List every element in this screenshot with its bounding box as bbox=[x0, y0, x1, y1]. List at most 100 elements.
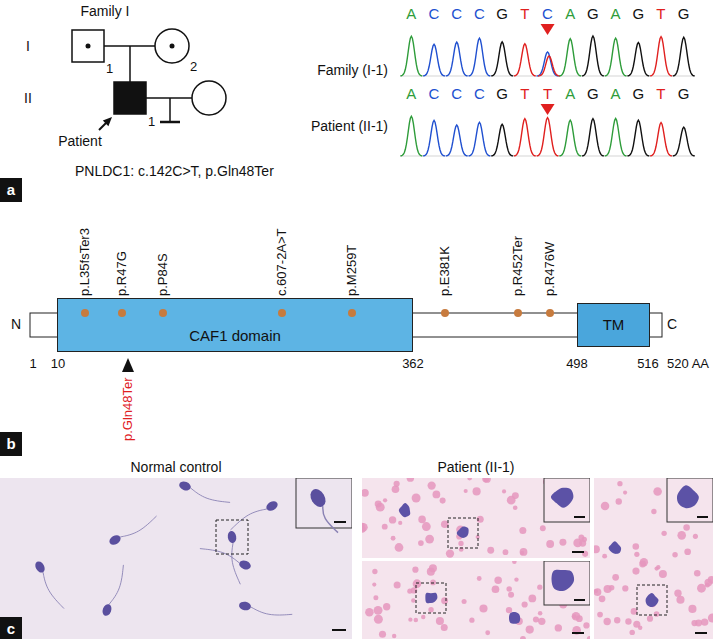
selection-box bbox=[416, 583, 446, 613]
background-cell bbox=[677, 531, 686, 540]
trace-peak bbox=[673, 37, 695, 76]
background-cell bbox=[625, 618, 631, 624]
background-cell bbox=[383, 498, 387, 502]
background-cell bbox=[522, 601, 528, 607]
micrograph-title: Normal control bbox=[130, 459, 221, 475]
background-cell bbox=[479, 604, 487, 612]
base-letter: G bbox=[672, 85, 695, 102]
variant-dot bbox=[441, 309, 449, 317]
sperm-head bbox=[238, 559, 252, 571]
individual-number: 1 bbox=[106, 62, 113, 77]
panel-label: c bbox=[0, 617, 22, 639]
background-cell bbox=[629, 630, 634, 635]
background-cell bbox=[508, 592, 514, 598]
base-letter: G bbox=[582, 5, 605, 22]
background-cell bbox=[382, 524, 388, 530]
background-cell bbox=[425, 535, 434, 544]
individual-number: 2 bbox=[190, 60, 197, 75]
background-cell bbox=[365, 608, 374, 617]
background-cell bbox=[661, 531, 666, 536]
background-cell bbox=[616, 498, 622, 504]
background-cell bbox=[372, 583, 376, 587]
background-cell bbox=[520, 636, 526, 639]
sperm-head bbox=[227, 530, 237, 543]
background-cell bbox=[653, 487, 662, 496]
trace-peak bbox=[400, 116, 422, 156]
carrier-dot bbox=[170, 44, 175, 49]
trace-peak bbox=[559, 39, 581, 76]
background-cell bbox=[601, 502, 610, 511]
background-cell bbox=[697, 584, 706, 593]
sperm-head bbox=[265, 499, 280, 512]
background-cell bbox=[528, 595, 536, 603]
variant-dot bbox=[278, 309, 286, 317]
background-cell bbox=[494, 577, 501, 584]
background-cell bbox=[483, 478, 490, 483]
trace-peak bbox=[650, 37, 672, 76]
trace-peak bbox=[559, 120, 581, 156]
affected-male-symbol bbox=[114, 82, 146, 114]
background-cell bbox=[379, 631, 386, 638]
sperm-tail bbox=[323, 506, 338, 532]
background-cell bbox=[597, 612, 603, 618]
descent-line bbox=[129, 46, 131, 82]
micrograph-ground bbox=[362, 478, 590, 558]
trace-peak bbox=[605, 119, 627, 156]
background-cell bbox=[392, 634, 396, 638]
background-cell bbox=[407, 478, 414, 482]
base-letter: T bbox=[650, 85, 673, 102]
scale-bar bbox=[574, 516, 585, 518]
background-cell bbox=[412, 494, 421, 503]
background-cell bbox=[540, 525, 546, 531]
base-letter: C bbox=[468, 85, 491, 102]
background-cell bbox=[587, 636, 590, 639]
abnormal-cell bbox=[551, 488, 573, 508]
sperm-tail bbox=[230, 509, 266, 530]
variant-dot bbox=[118, 309, 126, 317]
background-cell bbox=[414, 618, 419, 623]
background-cell bbox=[429, 564, 437, 572]
scale-bar bbox=[574, 599, 585, 601]
background-cell bbox=[594, 589, 598, 593]
background-cell bbox=[398, 521, 402, 525]
background-cell bbox=[458, 541, 463, 546]
background-cell bbox=[507, 496, 516, 505]
background-cell bbox=[502, 489, 506, 493]
trace-peak bbox=[514, 119, 536, 156]
micrograph bbox=[362, 561, 590, 639]
micrograph-ground bbox=[0, 478, 352, 639]
background-cell bbox=[428, 481, 436, 489]
selection-box bbox=[637, 585, 667, 615]
residue-number: 498 bbox=[566, 357, 588, 372]
micrographs bbox=[0, 474, 713, 639]
background-cell bbox=[701, 618, 708, 625]
background-cell bbox=[506, 607, 512, 613]
variant-label: p.L35fsTer3 bbox=[78, 228, 93, 296]
variant-label: p.R476W bbox=[543, 242, 558, 296]
background-cell bbox=[651, 509, 656, 514]
background-cell bbox=[514, 577, 518, 581]
trace-peak bbox=[446, 42, 468, 76]
trace-label: Patient (II-1) bbox=[311, 118, 388, 134]
background-cell bbox=[546, 540, 554, 548]
trace-peak bbox=[423, 120, 445, 155]
variant-label: p.R452Ter bbox=[511, 236, 526, 296]
residue-number: 1 bbox=[29, 357, 36, 372]
residue-number: 516 bbox=[637, 357, 659, 372]
background-cell bbox=[362, 489, 369, 497]
panel-label: a bbox=[0, 178, 22, 202]
background-cell bbox=[374, 615, 383, 624]
base-letter: C bbox=[445, 5, 468, 22]
background-cell bbox=[433, 491, 441, 499]
background-cell bbox=[485, 630, 490, 635]
base-letter: A bbox=[559, 5, 582, 22]
background-cell bbox=[418, 516, 426, 524]
sperm-head bbox=[178, 480, 192, 492]
background-cell bbox=[389, 516, 396, 523]
base-letter: A bbox=[400, 5, 423, 22]
micrograph bbox=[594, 478, 713, 639]
background-cell bbox=[602, 554, 607, 559]
background-cell bbox=[467, 478, 472, 481]
abnormal-cell bbox=[646, 593, 659, 607]
sperm-tail bbox=[200, 549, 239, 563]
